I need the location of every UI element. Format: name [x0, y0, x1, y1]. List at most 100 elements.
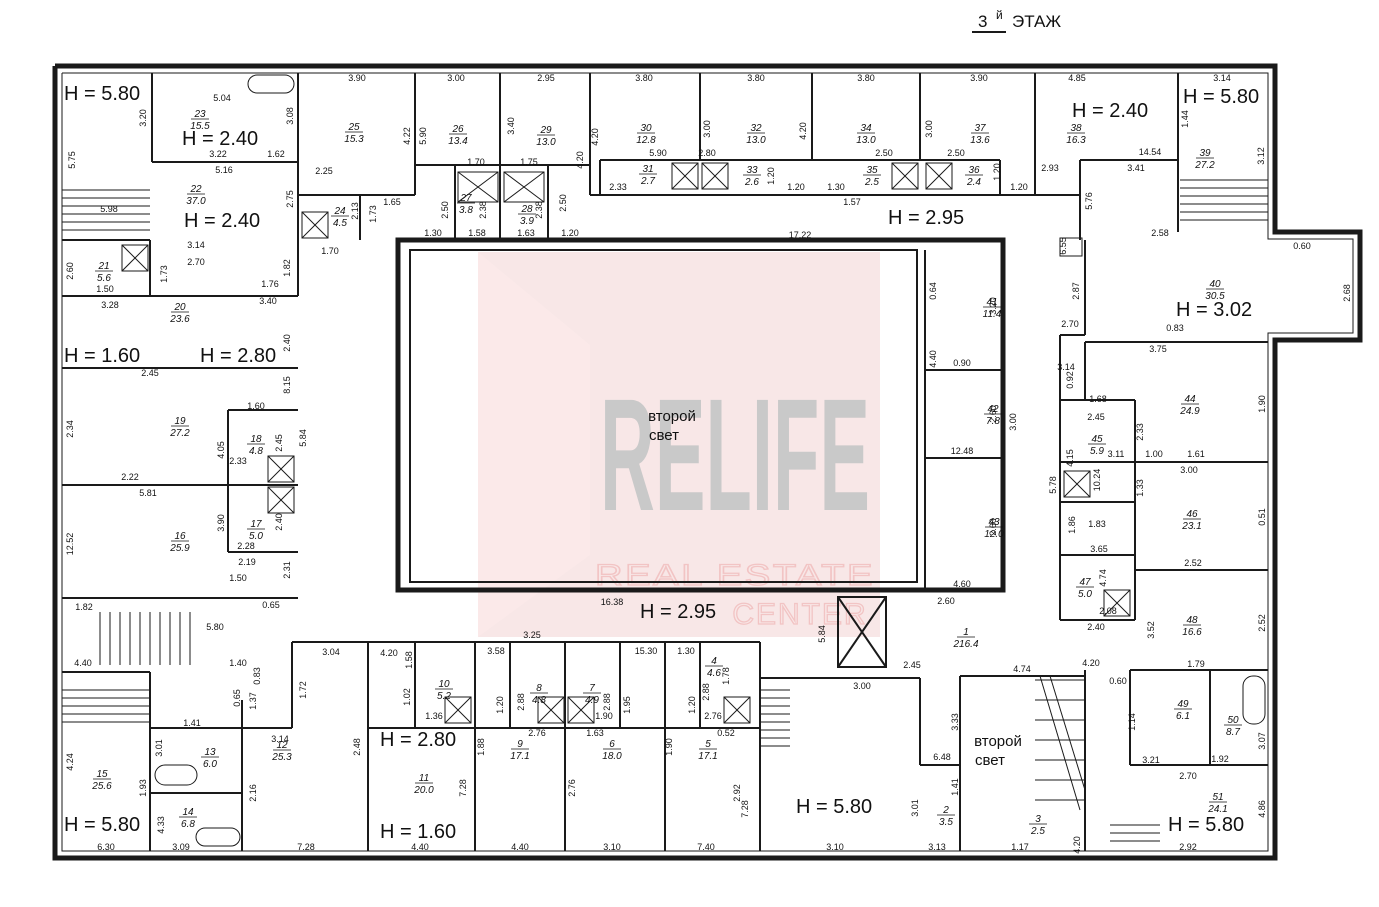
- dimension-label: 1.78: [721, 667, 731, 685]
- dimension-label: 7.28: [740, 800, 750, 818]
- dimension-label: 3.10: [826, 842, 844, 852]
- dimension-label: 1.65: [383, 197, 401, 207]
- room-number: 24: [333, 206, 346, 217]
- dimension-label: 1.14: [1127, 713, 1137, 731]
- room-number: 18: [250, 434, 262, 445]
- dimension-label: 3.90: [970, 73, 988, 83]
- room-area: 23.1: [1181, 521, 1201, 532]
- dimension-label: 4.20: [575, 151, 585, 169]
- room-label: 517.1: [698, 739, 717, 762]
- dimension-label: 3.14: [1213, 73, 1231, 83]
- dimension-label: 1.92: [1211, 754, 1229, 764]
- room-area: 24.1: [1207, 804, 1227, 815]
- dimension-label: 1.82: [282, 259, 292, 277]
- dimension-label: 1.90: [664, 738, 674, 756]
- room-labels: 2315.52237.0215.62023.61927.2184.8175.01…: [91, 109, 1242, 837]
- dimension-label: 0.90: [953, 358, 971, 368]
- room-area: 4.8: [532, 695, 546, 706]
- dimension-label: 1.20: [787, 182, 805, 192]
- room-number: 16: [174, 531, 186, 542]
- room-number: 29: [539, 125, 552, 136]
- room-area: 11.4: [983, 309, 1002, 320]
- room-number: 19: [174, 416, 186, 427]
- dimension-label: 4.40: [928, 350, 938, 368]
- dimension-label: 3.25: [523, 630, 541, 640]
- height-label: H = 5.80: [1183, 86, 1259, 108]
- dimension-label: 16.38: [601, 597, 624, 607]
- courtyard: [395, 237, 1006, 593]
- room-number: 25: [347, 122, 360, 133]
- stair-diagonal: [1035, 675, 1086, 811]
- dimension-label: 3.65: [1090, 544, 1108, 554]
- dimension-label: 1.63: [517, 228, 535, 238]
- room-number: 12: [276, 740, 288, 751]
- dimension-label: 2.60: [988, 518, 998, 536]
- room-area: 2.5: [864, 177, 879, 188]
- dimension-label: 4.20: [1082, 658, 1100, 668]
- dimension-label: 0.92: [1065, 371, 1075, 389]
- room-label: 427.8: [984, 404, 1002, 427]
- room-area: 15.3: [344, 134, 364, 145]
- dimension-label: 2.88: [701, 683, 711, 701]
- dimension-label: 0.83: [252, 667, 262, 685]
- room-area: 23.6: [169, 314, 190, 325]
- height-label: H = 5.80: [64, 83, 140, 105]
- dimension-label: 2.93: [1041, 163, 1059, 173]
- dimension-label: 2.34: [65, 420, 75, 438]
- room-area: 2.4: [966, 177, 981, 188]
- room-number: 28: [520, 204, 533, 215]
- dimension-label: 5.90: [418, 127, 428, 145]
- stairs: [62, 179, 1268, 842]
- dimension-label: 2.75: [285, 190, 295, 208]
- dimension-label: 1.17: [1011, 842, 1029, 852]
- height-label: H = 2.40: [184, 210, 260, 232]
- dimension-label: 3.75: [1149, 344, 1167, 354]
- dimension-label: 1.20: [992, 163, 1002, 181]
- height-label: H = 2.80: [200, 345, 276, 367]
- room-area: 13.6: [970, 135, 990, 146]
- room-number: 6: [609, 739, 615, 750]
- floor-label: ЭТАЖ: [1012, 12, 1061, 31]
- dimension-label: 2.33: [229, 456, 247, 466]
- dimension-label: 0.64: [928, 282, 938, 300]
- dimension-label: 1.61: [1187, 449, 1205, 459]
- dimension-label: 3.28: [101, 300, 119, 310]
- dimension-label: 3.20: [988, 297, 998, 315]
- dimension-label: 4.20: [380, 648, 398, 658]
- dimension-label: 3.01: [154, 739, 164, 757]
- room-number: 49: [1177, 699, 1189, 710]
- room-area: 8.7: [1226, 727, 1240, 738]
- dimension-label: 14.54: [1139, 147, 1162, 157]
- dimension-label: 4.60: [953, 579, 971, 589]
- room-area: 2.7: [640, 176, 655, 187]
- height-label: H = 5.80: [64, 814, 140, 836]
- dimension-label: 2.58: [1151, 228, 1169, 238]
- room-number: 43: [988, 517, 1000, 528]
- dimension-label: 2.76: [704, 711, 722, 721]
- room-area: 13.4: [448, 136, 468, 147]
- dimension-label: 3.07: [1257, 732, 1267, 750]
- room-label: 475.0: [1076, 577, 1094, 600]
- dimension-label: 3.90: [348, 73, 366, 83]
- dimension-label: 1.73: [368, 205, 378, 223]
- room-area: 17.1: [510, 751, 529, 762]
- dimension-label: 1.88: [476, 738, 486, 756]
- dimension-label: 4.24: [65, 753, 75, 771]
- dimension-label: 1.90: [1257, 395, 1267, 413]
- room-area: 25.3: [271, 752, 292, 763]
- room-label: 332.6: [743, 165, 761, 188]
- dimension-label: 2.31: [282, 561, 292, 579]
- room-label: 455.9: [1088, 434, 1106, 457]
- room-label: 44.6: [705, 656, 723, 679]
- dimension-label: 6.55: [1058, 237, 1068, 255]
- dimension-label: 2.70: [1061, 319, 1079, 329]
- dimension-label: 1.70: [467, 157, 485, 167]
